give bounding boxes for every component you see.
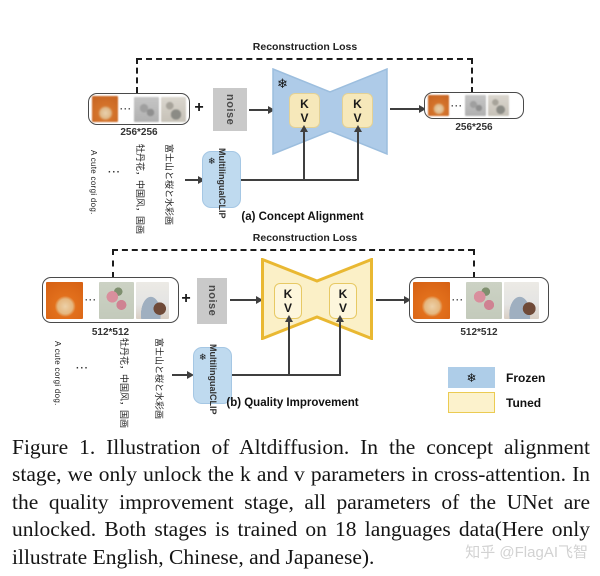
corgi-image (92, 96, 118, 122)
output-size-label-a: 256*256 (455, 122, 493, 133)
v-label: V (338, 301, 347, 315)
k-label: K (300, 96, 309, 111)
legend-tuned-swatch (448, 392, 495, 413)
prompt-chinese-b: 牡丹花，中国风，国画 (119, 338, 129, 429)
k-label: K (283, 287, 293, 301)
input-images-b: ··· (42, 277, 179, 323)
ellipsis: ··· (85, 295, 97, 305)
clip-condition-line-a (241, 179, 359, 181)
kv-box-b-2: K V (329, 283, 357, 319)
arrow-clip-to-kv-a-1 (300, 125, 307, 180)
snowflake-icon: ❄ (208, 156, 216, 166)
clip-label-b: Multilingual CLIP (208, 344, 218, 415)
snowflake-icon: ❄ (199, 352, 207, 362)
legend-tuned-label: Tuned (506, 396, 542, 410)
noise-label-b: noise (206, 285, 218, 317)
dashed-connector-a-right (471, 58, 473, 93)
dashed-connector-a-top (136, 58, 473, 60)
stage-b-label: (b) Quality Improvement (226, 397, 359, 409)
ellipsis: ··· (120, 104, 132, 114)
arrow-clip-to-kv-b-2 (336, 315, 343, 375)
k-label: K (338, 287, 348, 301)
arrow-prompts-to-clip-a (185, 176, 205, 183)
dashed-connector-a-left (136, 58, 138, 93)
multilingual-clip-b: ❄ Multilingual CLIP (193, 344, 232, 415)
corgi-image (46, 281, 83, 319)
arrow-unet-to-output-a (390, 105, 426, 112)
output-images-a: ··· (424, 92, 524, 119)
corgi-image (428, 95, 449, 116)
clip-label-a: Multilingual CLIP (217, 148, 227, 219)
plus-sign-b: + (181, 290, 191, 307)
clip-condition-line-b (232, 374, 341, 376)
snowflake-icon: ❄ (277, 76, 288, 91)
arrow-unet-to-output-b (376, 296, 411, 303)
arrow-prompts-to-clip-b (172, 371, 194, 378)
input-images-a: ··· (88, 93, 190, 125)
snowflake-icon: ❄ (466, 370, 477, 385)
plus-sign-a: + (194, 99, 204, 116)
fuji-painting-image (136, 281, 169, 319)
prompt-chinese-a: 牡丹花，中国风，国画 (135, 144, 145, 235)
prompt-ellipsis-a: ··· (108, 167, 121, 178)
prompt-ellipsis-b: ··· (76, 363, 89, 374)
peony-painting-image (99, 281, 134, 319)
output-images-b: ··· (409, 277, 549, 323)
multilingual-clip-a: ❄ Multilingual CLIP (202, 148, 241, 219)
reconstruction-loss-label-b: Reconstruction Loss (252, 232, 358, 244)
arrow-noise-to-unet-b (230, 296, 263, 303)
prompt-japanese-a: 富士山と桜と水彩画 (164, 144, 174, 226)
ellipsis: ··· (451, 100, 463, 111)
kv-box-a-1: K V (289, 93, 320, 128)
kv-box-a-2: K V (342, 93, 373, 128)
output-size-label-b: 512*512 (460, 327, 498, 338)
noise-label-a: noise (224, 93, 236, 126)
legend-frozen-swatch: ❄ (448, 367, 495, 388)
corgi-image (413, 281, 450, 319)
peony-painting-image (466, 281, 502, 319)
k-label: K (353, 96, 362, 111)
legend-frozen-label: Frozen (506, 371, 546, 385)
dashed-connector-b-right (473, 249, 475, 278)
watermark: 知乎 @FlagAI飞智 (465, 544, 588, 561)
kv-box-b-1: K V (274, 283, 302, 319)
prompt-japanese-b: 富士山と桜と水彩画 (154, 338, 164, 420)
arrow-clip-to-kv-b-1 (285, 315, 292, 375)
prompt-english-b: A cute corgi dog. (53, 341, 62, 406)
ellipsis: ··· (452, 295, 464, 305)
v-label: V (300, 110, 309, 125)
blurry-image-2 (488, 95, 509, 116)
blurry-image-1 (465, 95, 486, 116)
fuji-painting-image (504, 281, 539, 319)
v-label: V (283, 301, 292, 315)
dashed-connector-b-left (112, 249, 114, 278)
dashed-connector-b-top (112, 249, 474, 251)
noise-box-a: noise (213, 88, 247, 131)
input-size-label-a: 256*256 (120, 127, 158, 138)
v-label: V (353, 110, 362, 125)
figure-caption: Figure 1. Illustration of Altdiffusion. … (12, 435, 590, 569)
prompt-english-a: A cute corgi dog. (89, 150, 98, 215)
noise-box-b: noise (197, 278, 227, 324)
reconstruction-loss-label-a: Reconstruction Loss (252, 41, 358, 53)
arrow-clip-to-kv-a-2 (354, 125, 361, 180)
blurry-image-1 (134, 96, 159, 122)
arrow-noise-to-unet-a (249, 106, 275, 113)
blurry-image-2 (161, 96, 186, 122)
input-size-label-b: 512*512 (91, 327, 130, 338)
stage-a-label: (a) Concept Alignment (241, 211, 364, 223)
